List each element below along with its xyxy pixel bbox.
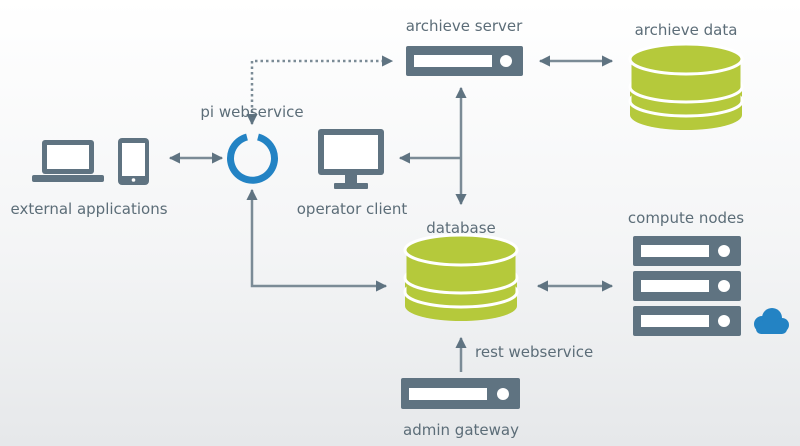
label-compute-nodes: compute nodes: [627, 209, 745, 227]
monitor-icon: [318, 129, 384, 189]
database-icon: [628, 42, 744, 130]
laptop-icon: [32, 140, 104, 182]
server-icon: [633, 306, 741, 336]
label-pi-webservice: pi webservice: [200, 103, 304, 121]
label-admin-gateway: admin gateway: [403, 421, 519, 439]
database-icon: [403, 233, 519, 321]
label-database: database: [426, 219, 496, 237]
server-icon: [406, 46, 523, 76]
cloud-icon: [754, 308, 789, 334]
tablet-icon: [118, 138, 149, 185]
label-operator-client: operator client: [296, 200, 408, 218]
connector-pi-database: [246, 188, 388, 292]
server-icon: [633, 271, 741, 301]
label-rest-webservice: rest webservice: [475, 343, 594, 361]
connector-pi-archive-server: [246, 55, 394, 126]
label-archive-server: archieve server: [405, 17, 523, 35]
server-icon: [633, 236, 741, 266]
label-external-applications: external applications: [10, 200, 168, 218]
label-archive-data: archieve data: [634, 21, 738, 39]
server-icon: [401, 378, 520, 409]
ring-icon: [227, 133, 278, 184]
